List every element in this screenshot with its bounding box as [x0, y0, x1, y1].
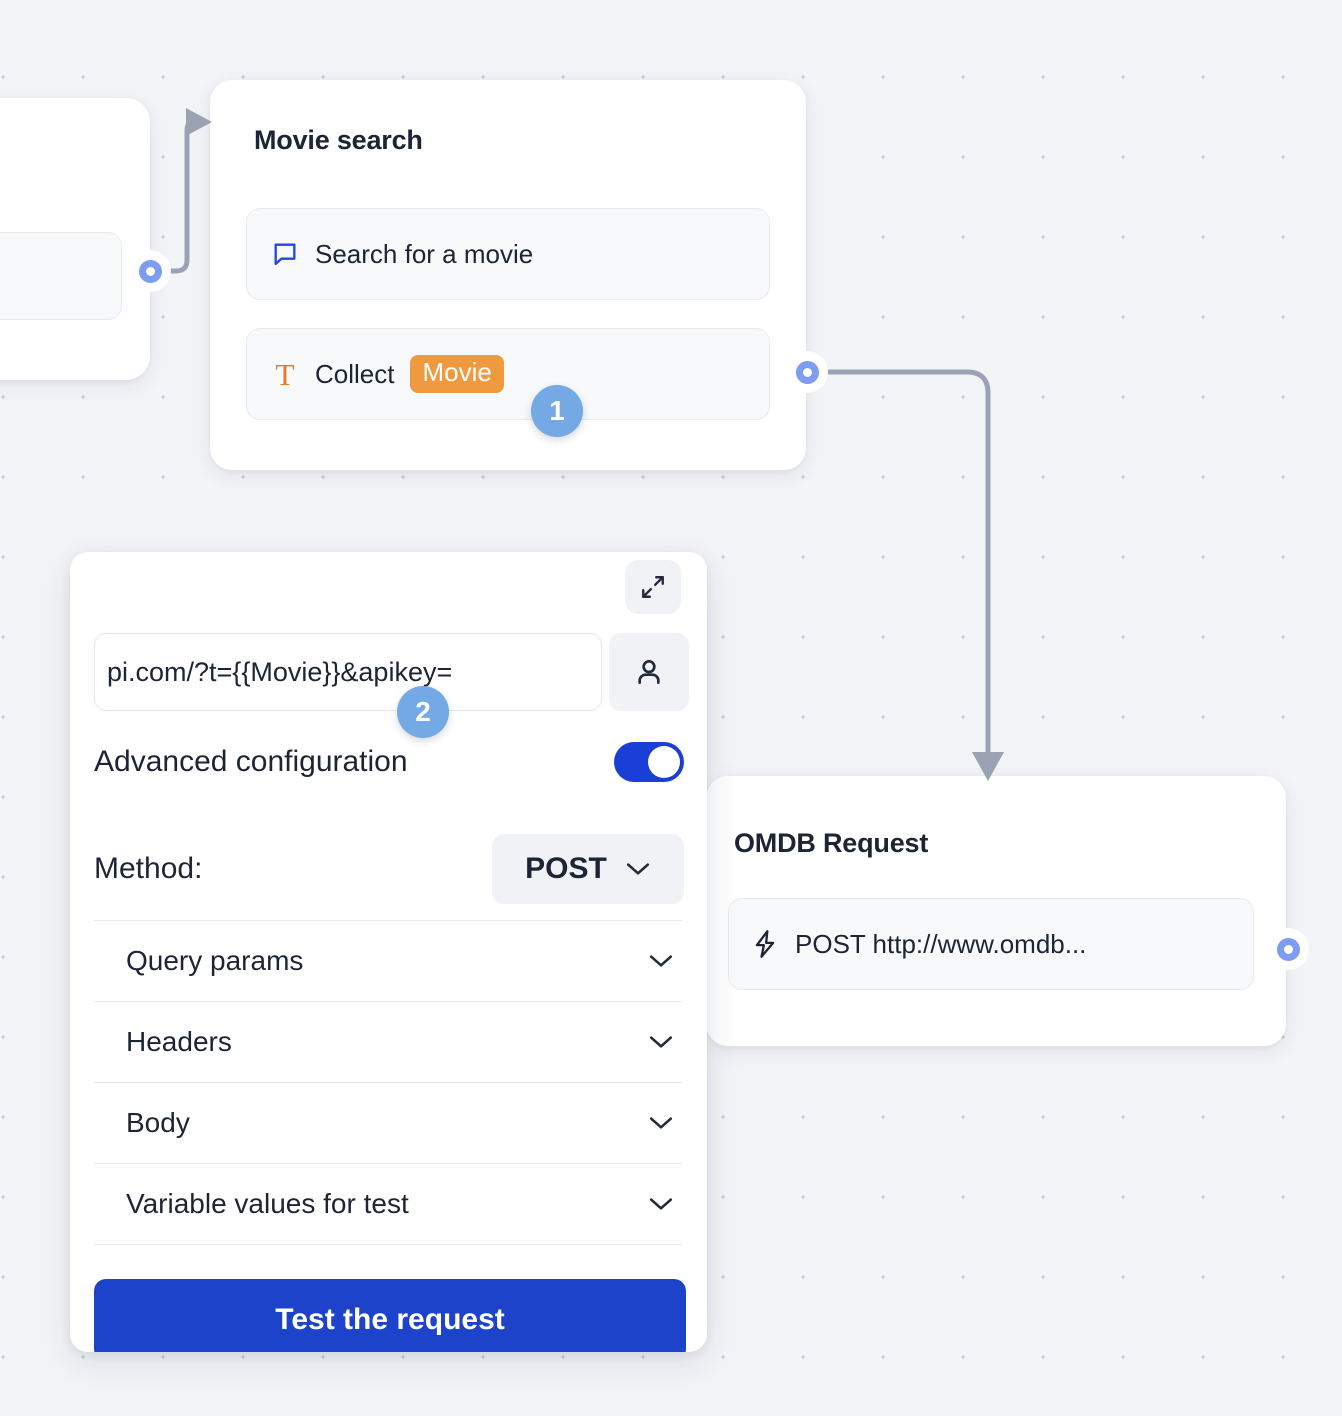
connector-dot-omdb-output[interactable] [1267, 928, 1309, 970]
method-value: POST [525, 852, 607, 885]
chevron-down-icon [648, 953, 674, 969]
method-select[interactable]: POST [492, 834, 684, 904]
chevron-down-icon [648, 1196, 674, 1212]
accordion-query-params[interactable]: Query params [94, 920, 682, 1001]
lightning-bolt-icon [751, 929, 779, 959]
url-variable-picker-button[interactable] [609, 633, 689, 711]
node-row-search-label: Search for a movie [315, 238, 534, 269]
movie-search-title: Movie search [254, 125, 423, 155]
method-row: Method: POST [94, 834, 684, 904]
accordion-variable-values-label: Variable values for test [126, 1188, 409, 1219]
node-row-omdb-label: POST http://www.omdb... [795, 928, 1087, 959]
speech-bubble-icon [271, 240, 299, 268]
accordion-query-params-label: Query params [126, 945, 304, 976]
expand-panel-button[interactable] [625, 560, 681, 614]
chevron-down-icon [648, 1034, 674, 1050]
test-the-request-button[interactable]: Test the request [94, 1279, 686, 1352]
accordion-body[interactable]: Body [94, 1082, 682, 1163]
chevron-down-icon [625, 861, 651, 877]
request-config-panel[interactable]: Advanced configuration Method: POST Quer… [70, 552, 707, 1352]
accordion-headers[interactable]: Headers [94, 1001, 682, 1082]
expand-diagonal-icon [640, 574, 666, 600]
advanced-configuration-label: Advanced configuration [94, 745, 408, 778]
node-row-collect-movie[interactable]: T Collect Movie [246, 328, 770, 420]
variable-tag-movie[interactable]: Movie [410, 355, 504, 393]
node-card-omdb-request[interactable]: OMDB Request POST http://www.omdb... [688, 776, 1286, 1046]
person-icon [633, 656, 665, 688]
accordion-bottom-divider [94, 1244, 682, 1245]
step-badge-2: 2 [397, 686, 449, 738]
connector-dot-movie-search-output[interactable] [786, 351, 828, 393]
advanced-configuration-toggle[interactable] [614, 742, 684, 782]
partial-node-row[interactable] [0, 232, 122, 320]
node-row-omdb-post[interactable]: POST http://www.omdb... [728, 898, 1254, 990]
advanced-configuration-row: Advanced configuration [94, 742, 684, 782]
accordion-body-label: Body [126, 1107, 190, 1138]
request-url-input[interactable] [94, 633, 602, 711]
text-t-icon: T [275, 356, 295, 392]
node-card-movie-search[interactable]: Movie search Search for a movie T Collec… [210, 80, 806, 470]
method-label: Method: [94, 852, 203, 885]
node-row-collect-label: Collect [315, 358, 395, 389]
url-row [94, 633, 689, 711]
node-card-partial-left[interactable] [0, 98, 150, 380]
step-badge-1: 1 [531, 385, 583, 437]
accordion-headers-label: Headers [126, 1026, 232, 1057]
node-row-search-for-a-movie[interactable]: Search for a movie [246, 208, 770, 300]
connector-dot-start-output[interactable] [129, 250, 171, 292]
chevron-down-icon [648, 1115, 674, 1131]
omdb-request-title: OMDB Request [734, 828, 929, 858]
accordion-variable-values-for-test[interactable]: Variable values for test [94, 1163, 682, 1244]
